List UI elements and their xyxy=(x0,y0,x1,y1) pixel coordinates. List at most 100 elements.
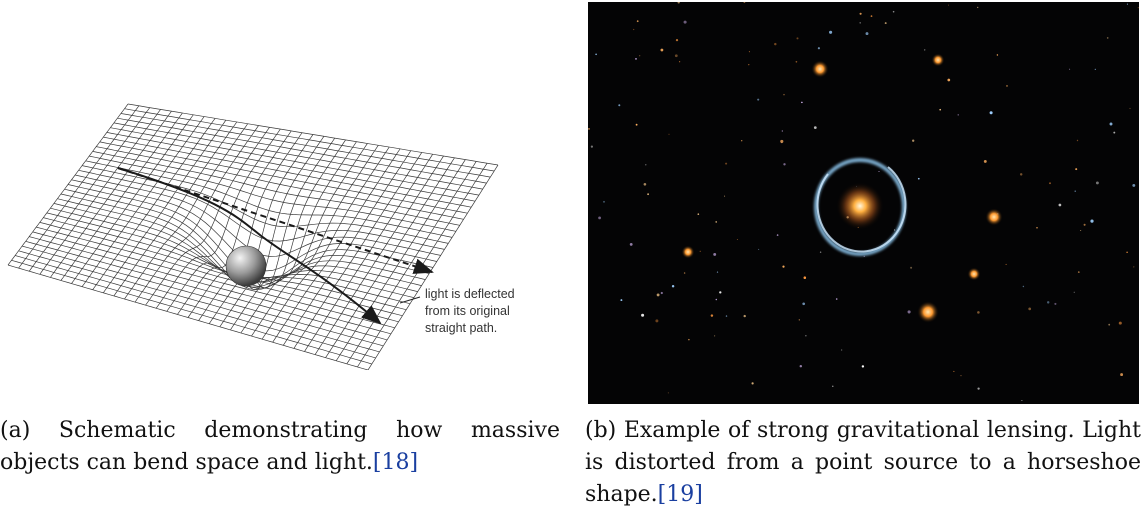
einstein-ring xyxy=(814,158,906,256)
field-star xyxy=(679,61,681,63)
field-star xyxy=(736,239,738,241)
grid-line xyxy=(7,264,369,370)
field-star xyxy=(1049,182,1051,185)
caption-b-text: (b) Example of strong gravitational lens… xyxy=(585,418,1141,507)
field-star xyxy=(710,314,714,317)
field-star xyxy=(801,101,803,104)
field-star xyxy=(910,266,913,269)
field-star xyxy=(633,28,635,31)
field-star xyxy=(748,51,750,53)
grid-line xyxy=(15,255,376,359)
field-star xyxy=(748,64,750,66)
field-star xyxy=(758,248,760,250)
field-star xyxy=(1076,139,1079,142)
field-star xyxy=(1036,226,1038,229)
field-star xyxy=(989,111,993,115)
field-star xyxy=(1090,219,1094,223)
annotation-line-2: from its original xyxy=(425,304,510,318)
field-star xyxy=(620,299,623,302)
figure-b-caption: (b) Example of strong gravitational lens… xyxy=(585,415,1141,511)
bright-star xyxy=(811,60,829,78)
grid-line xyxy=(261,146,390,340)
field-star xyxy=(743,2,746,3)
field-star xyxy=(861,365,865,368)
figure-a: light is deflected from its original str… xyxy=(0,0,560,527)
field-star xyxy=(796,37,799,40)
field-star xyxy=(799,364,803,368)
field-star xyxy=(795,60,798,63)
field-star xyxy=(714,335,716,337)
field-star xyxy=(1108,323,1111,326)
field-star xyxy=(1080,230,1082,231)
grid-line xyxy=(96,146,464,220)
grid-line xyxy=(25,240,388,341)
field-star xyxy=(782,265,785,268)
field-star xyxy=(674,54,678,58)
field-star xyxy=(603,200,605,203)
field-star xyxy=(1022,285,1025,288)
field-star xyxy=(724,195,726,197)
field-star xyxy=(1006,85,1008,87)
annotation-line-1: light is deflected xyxy=(425,287,515,301)
grid-line xyxy=(32,231,395,329)
field-star xyxy=(953,370,955,372)
field-star xyxy=(1137,7,1139,9)
grid-line xyxy=(60,193,426,291)
field-star xyxy=(683,20,687,24)
field-star xyxy=(798,319,800,321)
grid-line xyxy=(117,117,487,184)
field-star xyxy=(635,123,638,126)
field-star xyxy=(912,139,915,142)
field-star xyxy=(647,193,649,196)
field-star xyxy=(590,145,593,148)
field-star xyxy=(757,98,760,101)
field-star xyxy=(892,10,895,13)
field-star xyxy=(1021,399,1023,402)
field-star xyxy=(1126,3,1128,5)
field-star xyxy=(668,133,670,135)
field-star xyxy=(677,2,680,4)
field-star xyxy=(715,221,717,223)
grid-line xyxy=(18,250,380,353)
grid-line xyxy=(110,127,479,196)
field-star xyxy=(1077,271,1080,273)
gravitational-lensing-photo xyxy=(588,2,1139,404)
field-star xyxy=(947,78,951,82)
field-star xyxy=(655,319,659,323)
field-star xyxy=(832,385,834,387)
field-star xyxy=(716,271,719,273)
field-star xyxy=(588,128,590,130)
field-star xyxy=(639,55,641,57)
grid-line xyxy=(106,132,476,202)
field-star xyxy=(743,314,746,318)
grid-line xyxy=(78,169,445,250)
field-star xyxy=(1109,122,1113,126)
field-star xyxy=(683,272,686,274)
grid-line xyxy=(103,136,472,208)
field-star xyxy=(957,114,959,116)
field-star xyxy=(894,229,896,231)
field-star xyxy=(660,48,664,52)
field-star xyxy=(629,242,633,246)
deflection-annotation: light is deflected from its original str… xyxy=(425,287,518,335)
bright-star xyxy=(985,208,1003,226)
grid-line xyxy=(89,155,456,232)
field-star xyxy=(996,54,999,56)
figure-b: (b) Example of strong gravitational lens… xyxy=(580,0,1141,527)
spacetime-grid xyxy=(7,103,499,370)
deflected-light-path xyxy=(117,167,382,325)
horseshoe-arc xyxy=(816,166,907,253)
caption-a-text: (a) Schematic demonstrating how massive … xyxy=(0,418,560,475)
field-star xyxy=(776,234,779,236)
field-star xyxy=(774,42,777,46)
citation-link-18[interactable]: [18] xyxy=(372,450,419,475)
field-star xyxy=(715,298,718,301)
grid-line xyxy=(99,141,468,214)
annotation-leader-line xyxy=(399,296,421,304)
field-star xyxy=(598,216,601,220)
field-star xyxy=(939,108,942,111)
field-star xyxy=(917,177,920,180)
field-star xyxy=(1132,183,1136,187)
citation-link-19[interactable]: [19] xyxy=(657,482,703,507)
field-star xyxy=(1069,68,1071,70)
